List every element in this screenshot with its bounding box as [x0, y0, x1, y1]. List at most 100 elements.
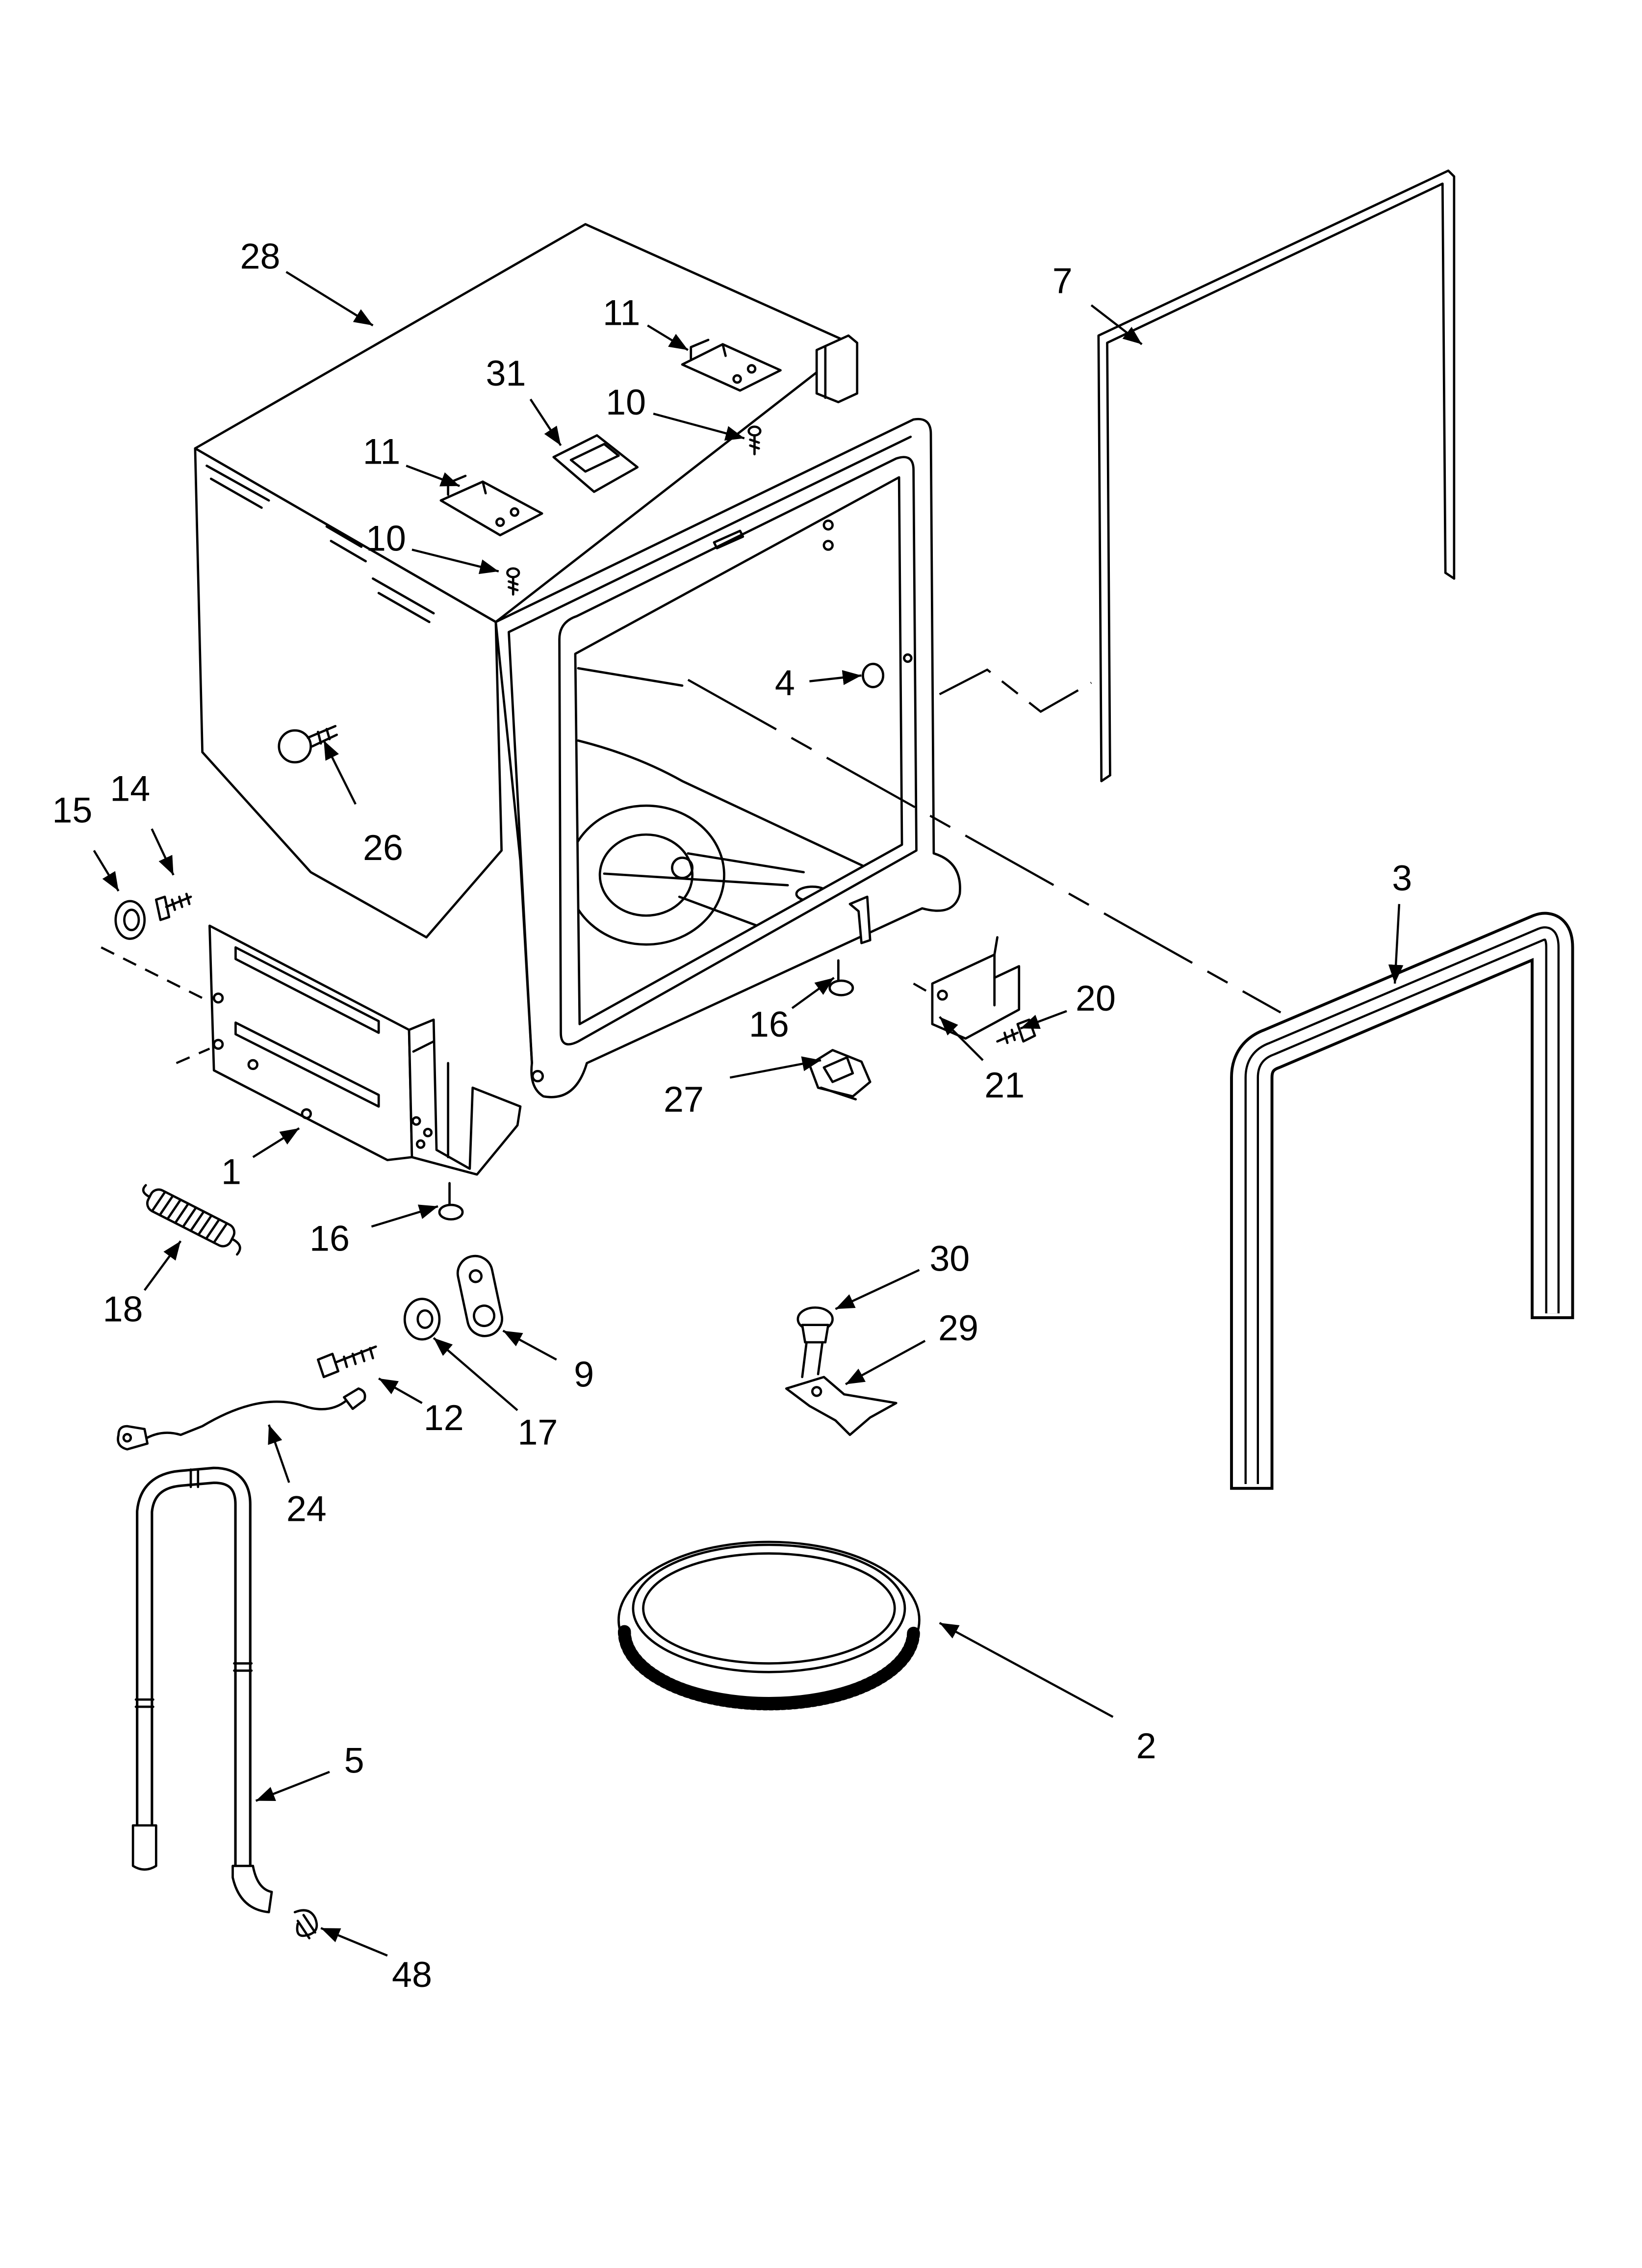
callout-10-left: 10: [366, 518, 406, 558]
door-seal-outer: [1097, 169, 1456, 782]
leader-arrow-12: [378, 1377, 423, 1404]
ground-wire-terminal-hole: [122, 1433, 132, 1443]
hose-band: [233, 1662, 253, 1672]
alignment-line-side: [101, 946, 203, 999]
callout-28: 28: [240, 235, 281, 276]
sump-ring-rim: [632, 1543, 906, 1673]
thermostat-bracket-body: [785, 1376, 898, 1436]
sump-ring: [617, 1540, 921, 1711]
bolt-head: [317, 1353, 339, 1379]
callout-labels: 28 7 11 31 10 11 10 4 26 15 14 3 16 20 2…: [52, 235, 1412, 1995]
sump-ring-inner: [642, 1552, 896, 1665]
hinge-bracket-hole: [495, 517, 505, 527]
wheel: [403, 1298, 441, 1341]
screw-left-head: [506, 567, 520, 578]
spring: [142, 1184, 241, 1256]
base-hole: [212, 992, 224, 1004]
tub-assembly: [194, 223, 961, 1098]
spring-body: [146, 1188, 236, 1248]
hinge-bracket-hole: [510, 507, 519, 517]
leader-arrow-28: [285, 271, 374, 327]
leveling-leg-lower-foot: [438, 1203, 464, 1221]
base-hole: [411, 1116, 421, 1126]
retainer-clip: [808, 1049, 872, 1101]
base-hole: [423, 1127, 433, 1138]
drain-hose-left-fitting: [131, 1824, 157, 1871]
tub-gasket-outline: [1230, 912, 1574, 1490]
leader-arrow-31: [529, 398, 562, 446]
leveling-leg-lower: [438, 1182, 464, 1221]
tub-interior: [575, 667, 869, 946]
screw-side-shank: [165, 892, 192, 911]
base-slot-upper: [234, 946, 380, 1034]
sump-ring-outer: [617, 1540, 921, 1699]
leader-arrow-21: [939, 1016, 984, 1061]
hinge-bracket-upper: [681, 339, 782, 392]
callout-5: 5: [344, 1740, 364, 1781]
bracket-screw: [996, 1018, 1036, 1044]
screw-left: [506, 567, 520, 596]
tub-opening-inner: [574, 476, 903, 1025]
thermostat-bracket: [785, 1376, 898, 1436]
plug: [862, 653, 913, 688]
base-right-bracket: [408, 1018, 522, 1176]
frame-lower-tab: [848, 895, 872, 944]
callout-24: 24: [286, 1488, 327, 1529]
tub-front-frame-lip: [508, 436, 912, 1065]
callout-2: 2: [1136, 1725, 1156, 1766]
cam-bracket-hole: [468, 1269, 483, 1283]
leader-arrow-7: [1090, 304, 1143, 345]
drain-hose-body: [138, 1469, 249, 1866]
spring-hooks: [142, 1184, 241, 1256]
leader-arrow-17: [433, 1337, 518, 1411]
hinge-bracket-upper-tab: [690, 339, 727, 360]
hinge-bracket-upper-body: [681, 343, 782, 392]
callout-16-upper: 16: [749, 1004, 789, 1044]
base-frame: [208, 924, 522, 1176]
spring-clip-body: [552, 434, 639, 493]
callout-7: 7: [1052, 260, 1073, 301]
callout-3: 3: [1392, 858, 1412, 898]
callout-18: 18: [103, 1289, 143, 1330]
thermostat-leads: [801, 1341, 824, 1379]
tub-back-notch: [815, 334, 859, 403]
leader-arrow-30: [835, 1269, 920, 1310]
leader-arrow-5: [255, 1771, 330, 1802]
screw-upper: [747, 425, 762, 456]
thermostat-bracket-hole: [811, 1386, 822, 1397]
bumper-head: [278, 729, 312, 764]
hinge-bracket-hole: [746, 364, 757, 374]
frame-screw: [531, 1069, 544, 1083]
retainer-clip-body: [808, 1049, 872, 1098]
leader-arrow-9: [502, 1330, 557, 1361]
base-hole: [301, 1108, 312, 1120]
wheel-rim: [403, 1298, 441, 1341]
ground-wire-right-terminal: [343, 1387, 366, 1410]
hose-clamp-coil: [293, 1909, 318, 1940]
callout-11-left: 11: [363, 431, 400, 471]
screw-left-shank: [508, 576, 519, 596]
cam-bracket-boss: [473, 1304, 496, 1328]
alignment-line-door-seal: [939, 668, 1092, 713]
callout-9: 9: [574, 1354, 594, 1394]
thermostat-body: [801, 1324, 830, 1344]
spray-arm-hub: [671, 857, 694, 880]
ground-wire-lead: [143, 1399, 348, 1440]
sump-outer: [575, 804, 725, 946]
callout-29: 29: [938, 1307, 978, 1348]
tub-gasket: [1230, 912, 1574, 1490]
tub-surface-marks: [205, 465, 435, 624]
drain-hose-outline: [136, 1466, 252, 1866]
callout-27: 27: [664, 1079, 704, 1120]
thermostat: [796, 1306, 834, 1379]
hose-clamp: [293, 1909, 318, 1940]
retainer-clip-detail: [820, 1056, 857, 1101]
callout-12: 12: [424, 1397, 464, 1438]
tub-opening: [558, 456, 918, 1045]
sump-inner: [598, 833, 694, 917]
screw-upper-head: [747, 425, 762, 437]
callout-1: 1: [221, 1151, 241, 1192]
callout-21: 21: [984, 1065, 1025, 1105]
leader-arrow-18: [143, 1240, 182, 1291]
